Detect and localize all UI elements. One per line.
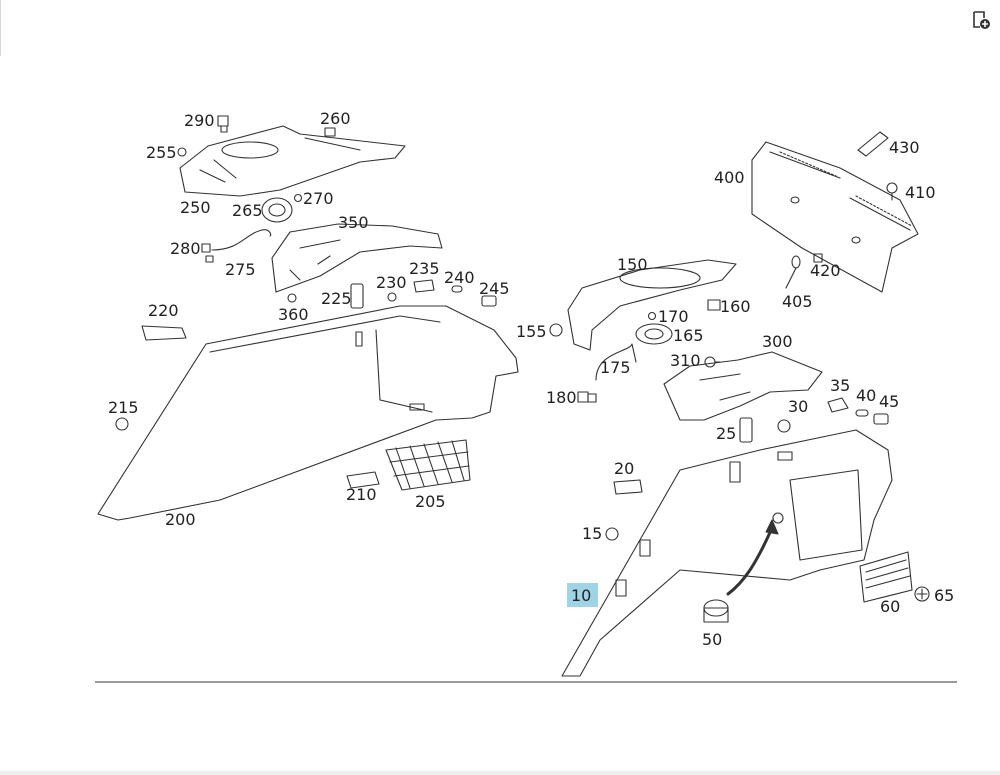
cable-405 [785,255,801,289]
callout-270[interactable]: 270 [303,189,334,208]
part-240 [451,285,463,293]
screw-255 [177,147,187,157]
callout-215[interactable]: 215 [108,398,139,417]
callout-160[interactable]: 160 [720,297,751,316]
screw-360 [287,293,297,303]
callout-240[interactable]: 240 [444,268,475,287]
callout-265[interactable]: 265 [232,201,263,220]
callout-300[interactable]: 300 [762,332,793,351]
part-40 [855,409,869,417]
callout-275[interactable]: 275 [225,260,256,279]
fastener-410 [886,182,898,201]
grommet-15 [605,527,619,541]
handle-cover-430 [857,131,889,157]
clip-155 [549,323,563,337]
clip-160 [707,299,721,311]
callout-10[interactable]: 10 [571,586,591,605]
trim-panel-250 [179,125,406,197]
part-230 [387,292,397,302]
install-arrow [726,519,779,596]
callout-155[interactable]: 155 [516,322,547,341]
callout-405[interactable]: 405 [782,292,813,311]
screw-270 [293,193,303,203]
fastener-65 [914,586,930,602]
cover-210 [346,471,380,489]
grommet-30 [777,419,791,433]
part-45 [873,413,889,425]
callout-40[interactable]: 40 [856,386,876,405]
callout-65[interactable]: 65 [934,586,954,605]
tailgate-panel-400 [751,141,919,293]
callout-245[interactable]: 245 [479,279,510,298]
bracket-300 [663,351,823,421]
callout-20[interactable]: 20 [614,459,634,478]
callout-410[interactable]: 410 [905,183,936,202]
callout-420[interactable]: 420 [810,261,841,280]
callout-430[interactable]: 430 [889,138,920,157]
clip-260 [324,127,336,137]
callout-30[interactable]: 30 [788,397,808,416]
callout-350[interactable]: 350 [338,213,369,232]
callout-210[interactable]: 210 [346,485,377,504]
part-225 [350,283,364,309]
callout-175[interactable]: 175 [600,358,631,377]
callout-310[interactable]: 310 [670,351,701,370]
callout-230[interactable]: 230 [376,273,407,292]
callout-290[interactable]: 290 [184,111,215,130]
callout-35[interactable]: 35 [830,376,850,395]
highlighted-part-box [567,583,598,607]
speaker-165 [635,323,673,345]
callout-260[interactable]: 260 [320,109,351,128]
grommet-215 [115,417,129,431]
diagram-baseline [95,681,957,683]
callout-255[interactable]: 255 [146,143,177,162]
add-to-document-button[interactable] [970,9,992,31]
screw-170 [647,311,657,321]
add-to-document-icon [973,11,990,29]
callout-25[interactable]: 25 [716,424,736,443]
callout-15[interactable]: 15 [582,524,602,543]
callout-400[interactable]: 400 [714,168,745,187]
grille-60 [859,551,913,603]
side-panel-200 [97,305,519,521]
callout-280[interactable]: 280 [170,239,201,258]
callout-225[interactable]: 225 [321,289,352,308]
footer-strip [0,771,1000,775]
callout-165[interactable]: 165 [673,326,704,345]
motor-50 [703,599,729,623]
clip-290 [217,115,229,133]
cargo-net-205 [385,439,471,491]
callout-200[interactable]: 200 [165,510,196,529]
callout-50[interactable]: 50 [702,630,722,649]
speaker-265 [261,197,293,223]
clip-180 [577,391,589,403]
callout-205[interactable]: 205 [415,492,446,511]
callout-170[interactable]: 170 [658,307,689,326]
callout-60[interactable]: 60 [880,597,900,616]
side-trim-10 [561,429,893,677]
part-245 [481,295,497,307]
callout-45[interactable]: 45 [879,392,899,411]
part-35 [827,397,849,413]
bracket-350 [271,223,443,293]
part-235 [413,279,435,293]
frame-edge [0,0,1,56]
callout-180[interactable]: 180 [546,388,577,407]
part-25 [739,417,753,443]
callout-150[interactable]: 150 [617,255,648,274]
callout-220[interactable]: 220 [148,301,179,320]
callout-360[interactable]: 360 [278,305,309,324]
handle-20 [613,479,643,495]
callout-250[interactable]: 250 [180,198,211,217]
harness-275 [201,229,272,263]
upper-trim-150 [567,259,737,351]
handle-220 [141,325,187,341]
callout-235[interactable]: 235 [409,259,440,278]
clip-420 [813,253,823,263]
